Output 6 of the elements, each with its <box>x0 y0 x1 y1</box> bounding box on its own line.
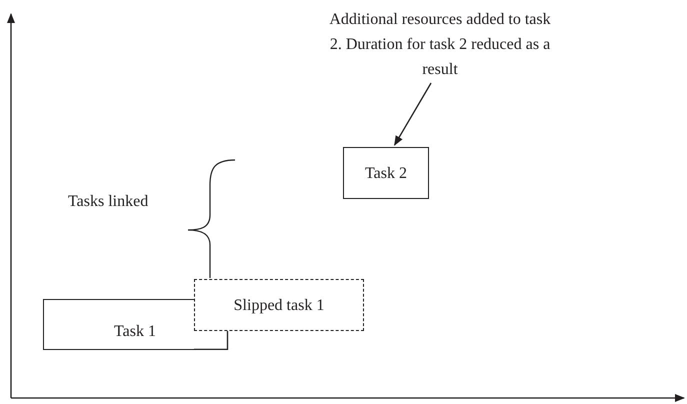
arrow <box>394 82 432 146</box>
task-bar: Task 2 <box>343 147 429 199</box>
slipped-task-bar: Slipped task 1 <box>194 279 364 331</box>
annotation-text: Additional resources added to task 2. Duration for task 2 reduced as a result <box>328 5 552 83</box>
task-bar: Task 1 <box>43 299 194 350</box>
brace-label: Tasks linked <box>68 193 148 211</box>
